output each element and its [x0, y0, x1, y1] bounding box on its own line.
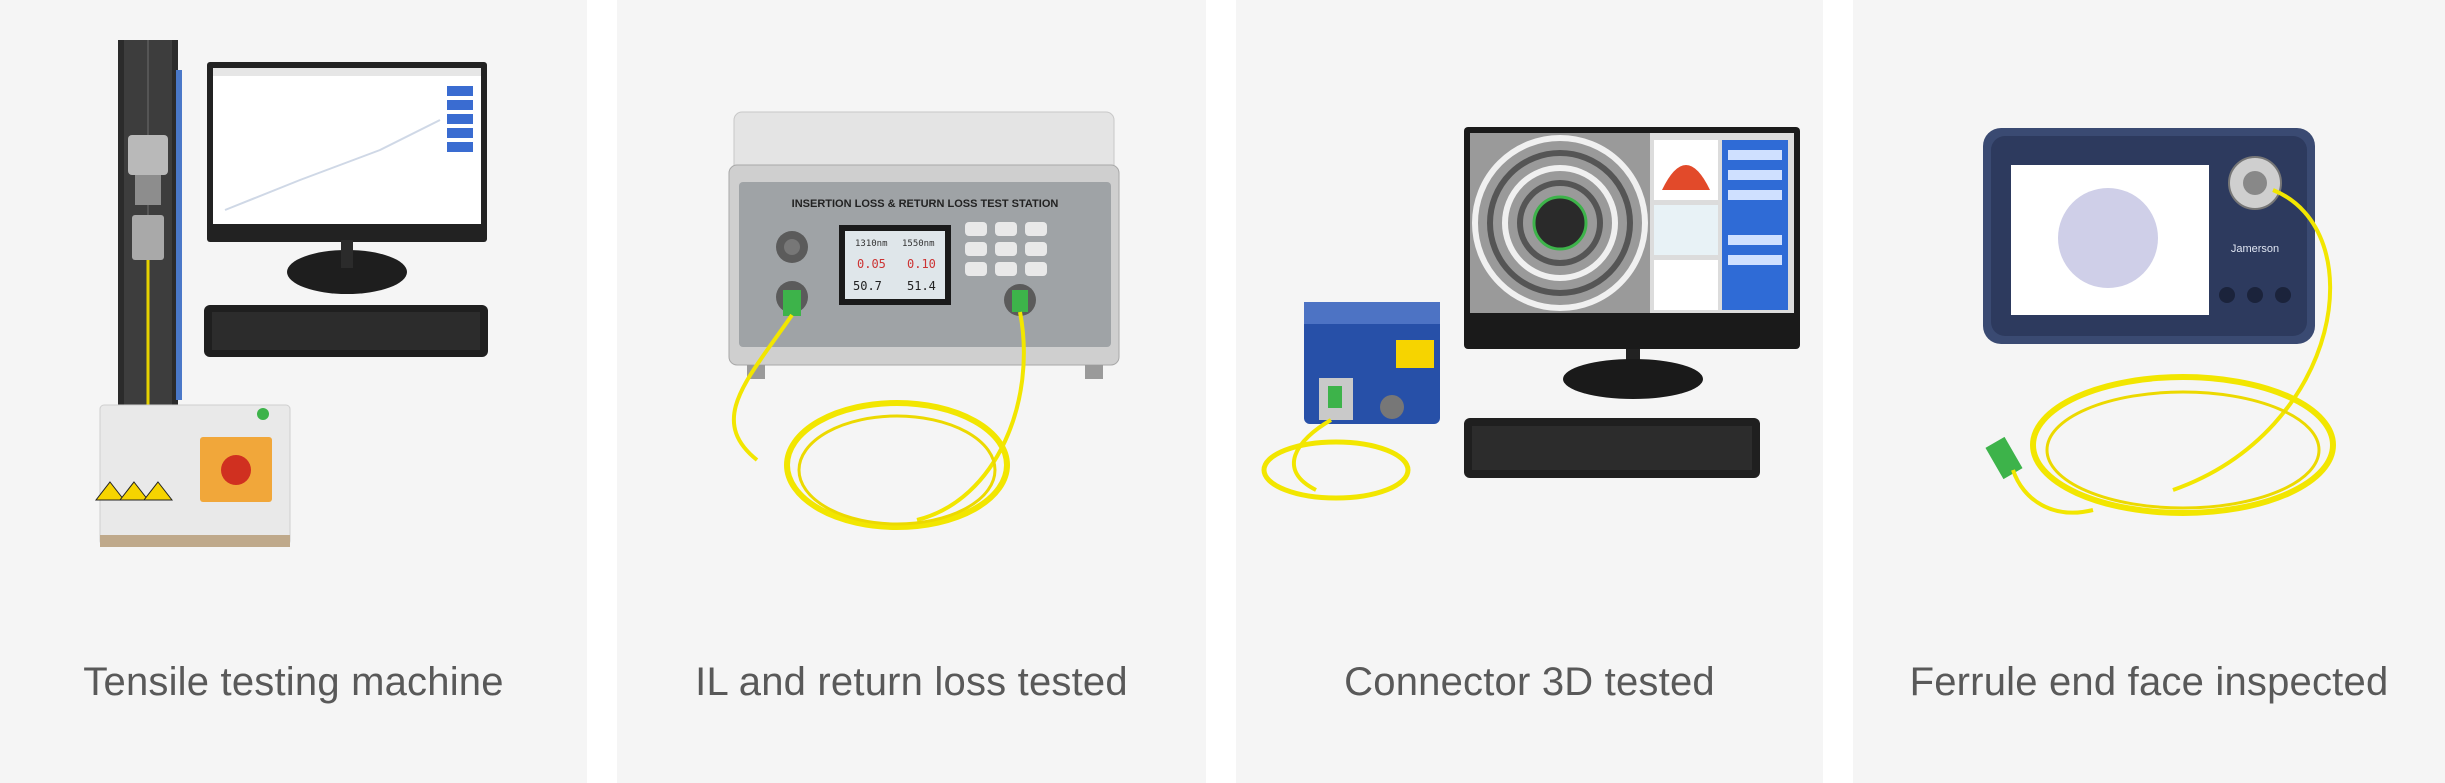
il-rl-test-station-illustration: INSERTION LOSS & RETURN LOSS TEST STATIO…	[728, 111, 1120, 530]
caption-tensile-testing: Tensile testing machine	[83, 660, 504, 704]
card-ferrule-inspection: Jamerson Ferrule end face inspected	[1853, 0, 2445, 783]
screen-wavelength-2: 1550nm	[902, 239, 935, 249]
screen-wavelength-1: 1310nm	[855, 239, 888, 249]
screen-rl-1: 50.7	[853, 279, 882, 293]
card-connector-3d: Connector 3D tested	[1236, 0, 1823, 783]
screen-il-1: 0.05	[857, 257, 886, 271]
card-tensile-testing: Tensile testing machine	[0, 0, 587, 783]
interferometer-illustration	[1261, 127, 1800, 501]
screen-il-2: 0.10	[907, 257, 936, 271]
tensile-machine-illustration	[94, 40, 488, 547]
caption-ferrule-inspection: Ferrule end face inspected	[1909, 660, 2389, 704]
device-brand: Jamerson	[2231, 243, 2279, 255]
ferrule-inspector-illustration: Jamerson	[1983, 128, 2336, 516]
caption-connector-3d: Connector 3D tested	[1344, 660, 1715, 704]
screen-rl-2: 51.4	[907, 279, 936, 293]
caption-il-return-loss: IL and return loss tested	[695, 660, 1128, 704]
card-il-return-loss: INSERTION LOSS & RETURN LOSS TEST STATIO…	[617, 0, 1206, 783]
panel-title: INSERTION LOSS & RETURN LOSS TEST STATIO…	[792, 198, 1059, 210]
